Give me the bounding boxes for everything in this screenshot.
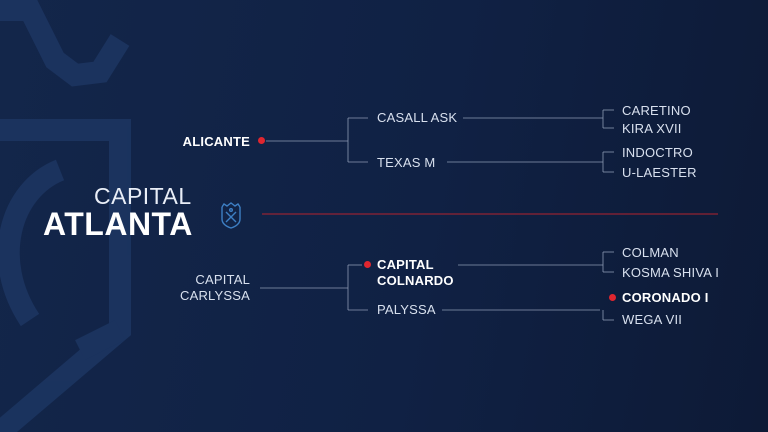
leaf-label: KIRA XVII xyxy=(622,121,682,136)
center-title-main: ATLANTA xyxy=(43,206,193,242)
branch-label: CASALL ASK xyxy=(377,110,458,125)
side-label-line: CARLYSSA xyxy=(180,288,250,303)
center-title-top: CAPITAL xyxy=(94,183,192,209)
leaf-label: WEGA VII xyxy=(622,312,683,327)
side-label-line: CAPITAL xyxy=(195,272,250,287)
branch-label-line: COLNARDO xyxy=(377,273,454,288)
leaf-label: CARETINO xyxy=(622,103,691,118)
branch-label-capital-colnardo: CAPITAL COLNARDO xyxy=(377,257,454,289)
side-label-capital-carlyssa: CAPITAL CARLYSSA xyxy=(180,272,250,304)
branch-label-line: CAPITAL xyxy=(377,257,434,272)
leaf-label: COLMAN xyxy=(622,245,679,260)
marker-dot xyxy=(609,294,616,301)
branch-label: PALYSSA xyxy=(377,302,436,317)
leaf-label: INDOCTRO xyxy=(622,145,693,160)
marker-dot xyxy=(258,137,265,144)
marker-dot xyxy=(364,261,371,268)
branch-label: TEXAS M xyxy=(377,155,436,170)
leaf-label: U-LAESTER xyxy=(622,165,697,180)
leaf-label-highlight: CORONADO I xyxy=(622,290,709,305)
castle-crest-icon xyxy=(221,202,241,229)
side-label-alicante: ALICANTE xyxy=(182,134,250,149)
leaf-label: KOSMA SHIVA I xyxy=(622,265,720,280)
